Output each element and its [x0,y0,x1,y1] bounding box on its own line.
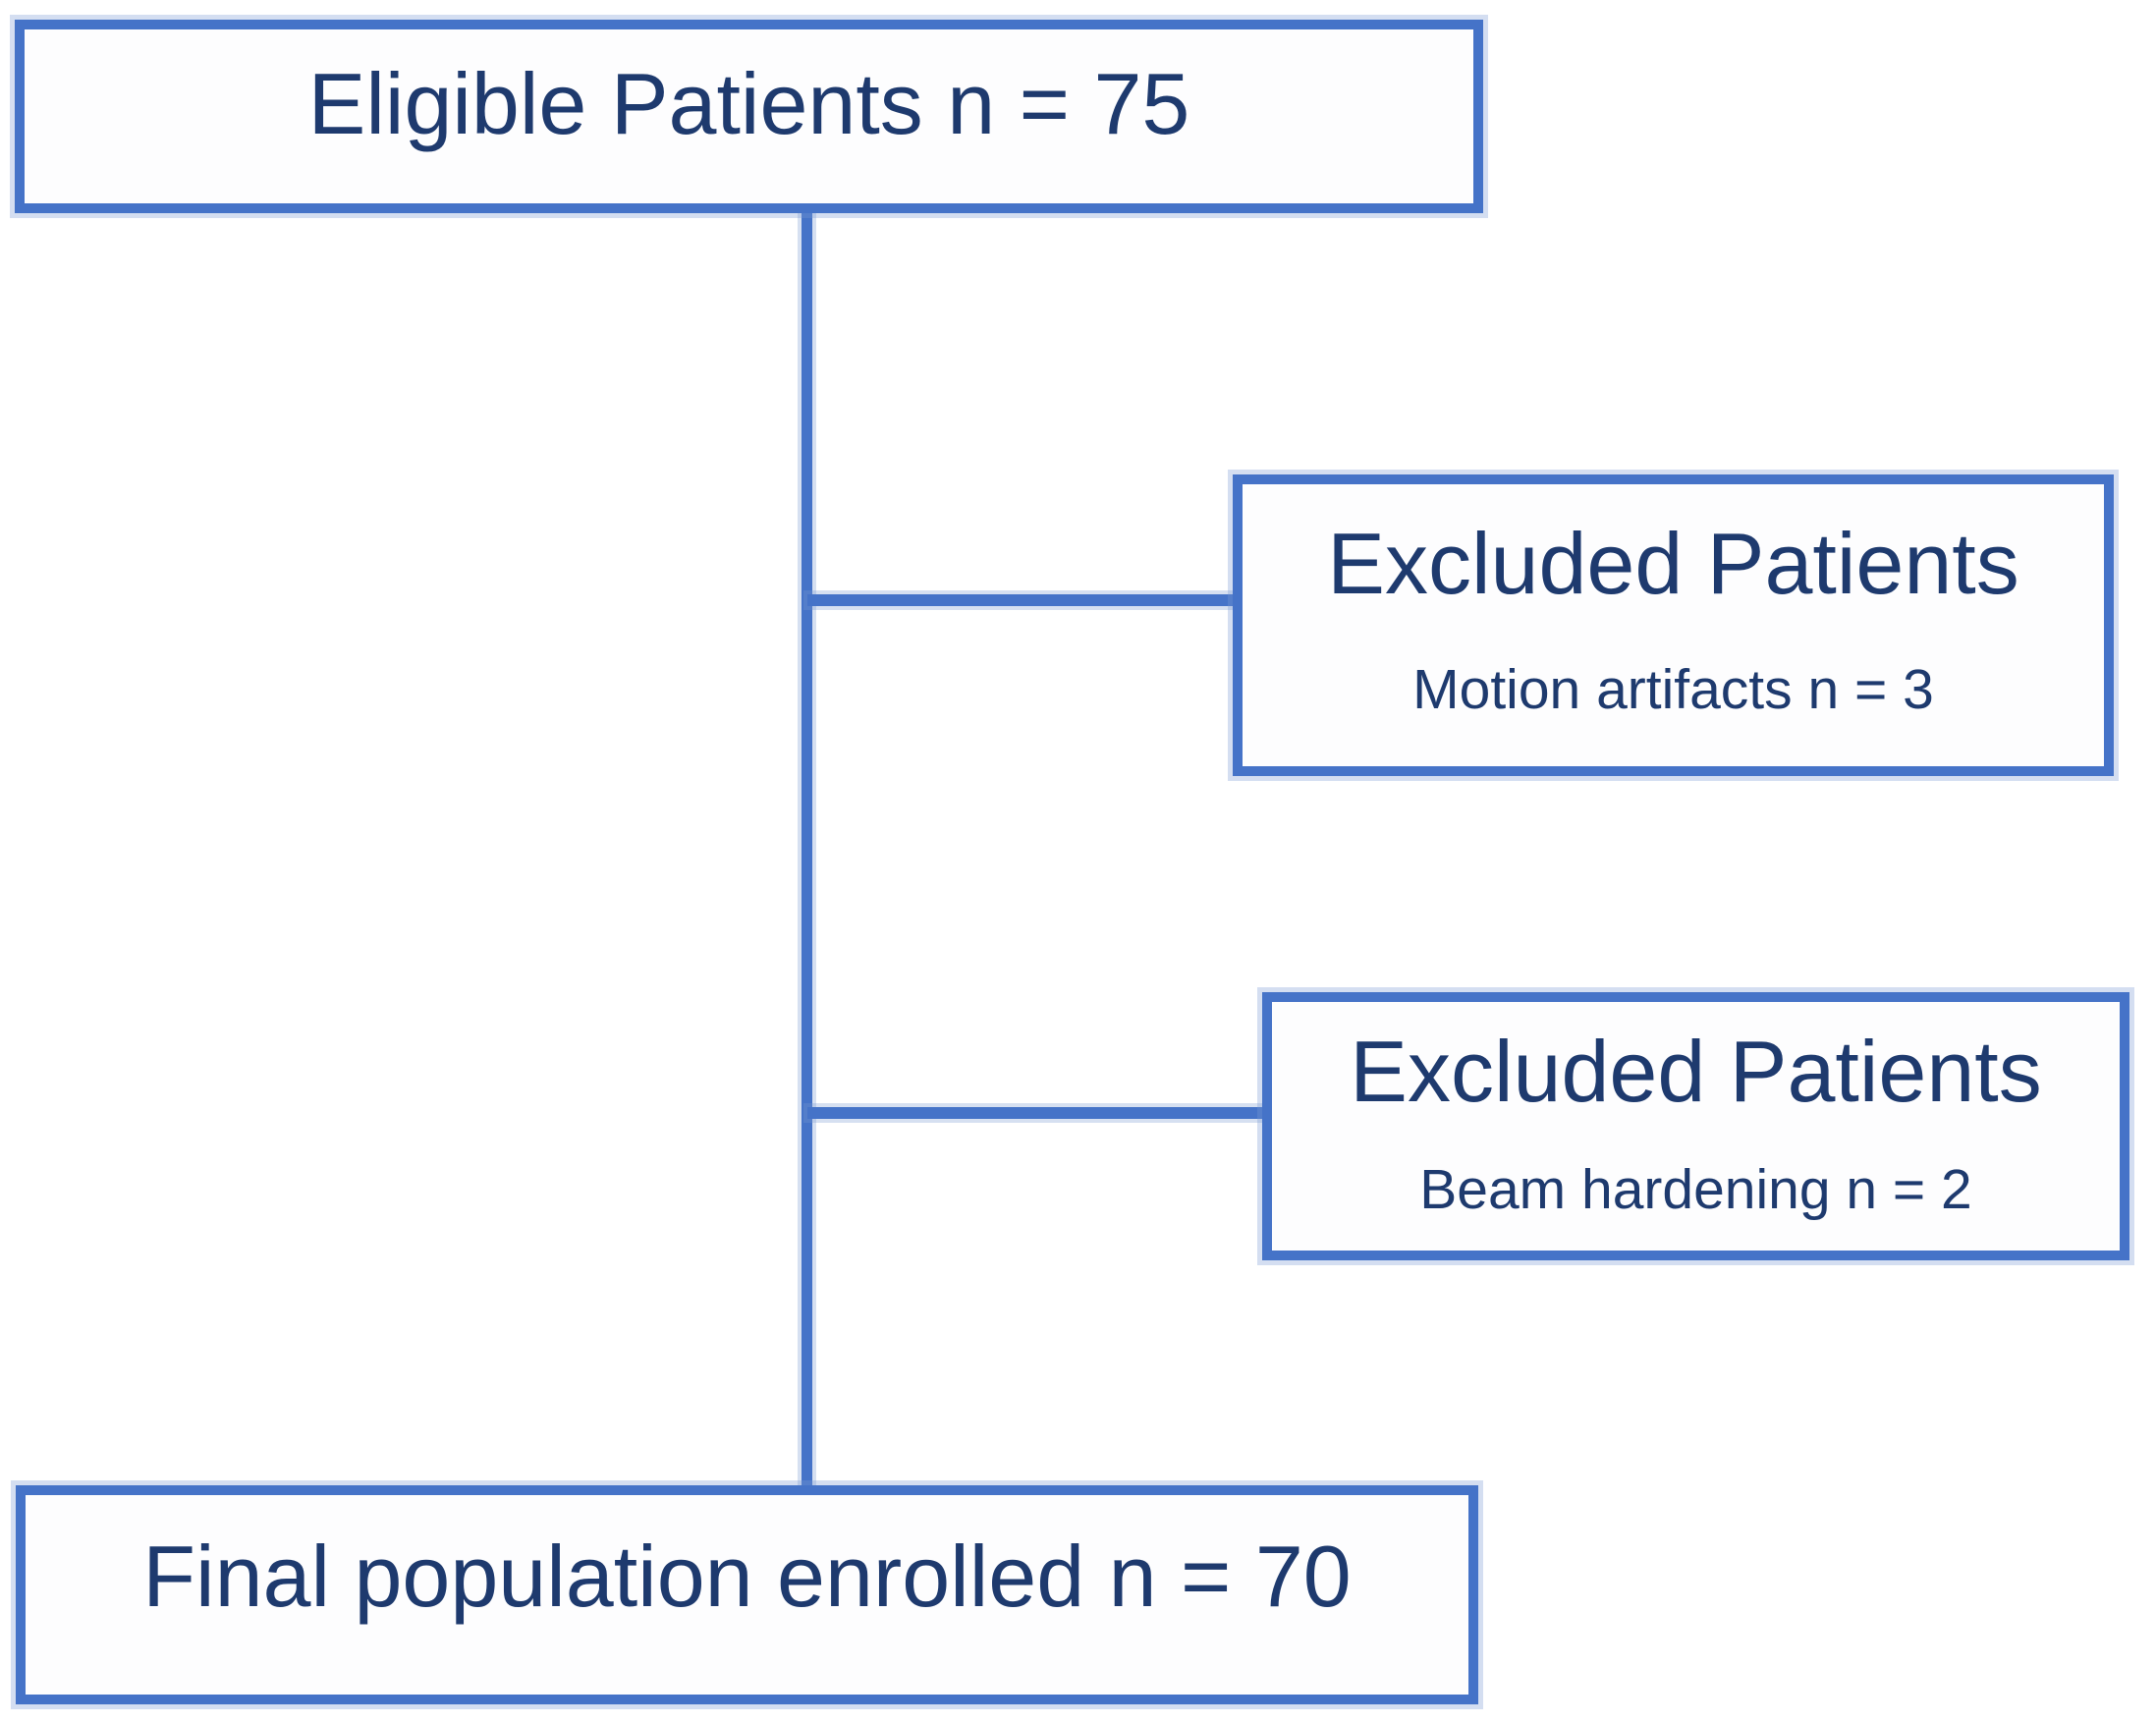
excluded-beam-title: Excluded Patients [1350,1023,2042,1120]
final-population-box: Final population enrolled n = 70 [16,1485,1478,1704]
connector-vertical-main [802,208,812,1490]
eligible-patients-box: Eligible Patients n = 75 [15,20,1483,213]
excluded-beam-box: Excluded Patients Beam hardening n = 2 [1262,992,2129,1260]
excluded-motion-box: Excluded Patients Motion artifacts n = 3 [1233,474,2114,776]
excluded-beam-detail: Beam hardening n = 2 [1419,1158,1972,1221]
excluded-motion-detail: Motion artifacts n = 3 [1412,658,1934,721]
final-population-label: Final population enrolled n = 70 [142,1527,1352,1625]
excluded-motion-title: Excluded Patients [1327,515,2019,612]
connector-to-excluded-motion [807,594,1243,606]
eligible-patients-label: Eligible Patients n = 75 [307,54,1190,152]
connector-to-excluded-beam [807,1107,1272,1119]
